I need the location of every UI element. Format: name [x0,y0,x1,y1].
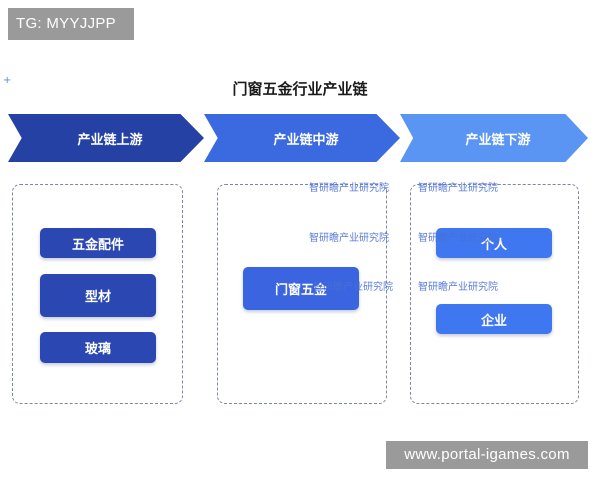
watermark-text: 智研瞻产业研究院 [418,233,498,244]
stage-upstream-label: 产业链上游 [77,132,143,148]
watermark-text: 智研瞻产业研究院 [418,282,498,293]
upstream-node-hardware-parts: 五金配件 [40,228,156,258]
upstream-panel [12,184,183,404]
watermark-text: 智研瞻产业研究院 [309,183,389,194]
plus-icon: + [3,75,12,86]
watermark-text: 智研瞻产业研究院 [309,233,389,244]
downstream-panel [410,184,579,404]
stage-midstream-label: 产业链中游 [273,132,339,148]
downstream-node-enterprise: 企业 [436,304,552,334]
stage-midstream-arrow: 产业链中游 [204,114,400,162]
stage-upstream-arrow: 产业链上游 [8,114,204,162]
footer-url-overlay: www.portal-igames.com [386,441,588,469]
watermark-text: 智研瞻产业研究院 [418,183,498,194]
stage-downstream-label: 产业链下游 [465,132,531,148]
stage-downstream-arrow: 产业链下游 [400,114,588,162]
upstream-node-glass: 玻璃 [40,332,156,363]
watermark-text: 智研瞻产业研究院 [313,282,393,293]
upstream-node-profiles: 型材 [40,274,156,317]
downstream-node-individual: 个人 [436,228,552,258]
tg-tag-overlay: TG: MYYJJPP [8,8,134,40]
diagram-title: 门窗五金行业产业链 [232,80,368,98]
midstream-panel [217,184,387,404]
midstream-node-door-window-hardware: 门窗五金 [243,267,359,310]
